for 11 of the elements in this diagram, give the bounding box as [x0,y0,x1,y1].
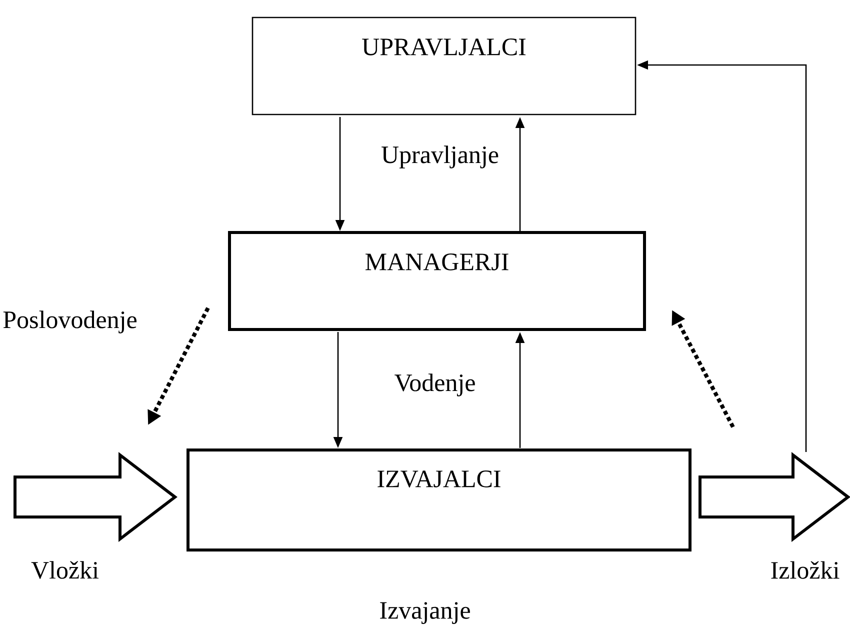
text-label: Upravljanje [382,146,498,168]
block-arrow [698,452,850,542]
process-box: MANAGERJI [228,231,646,331]
text-label: Vložki [31,561,99,579]
process-box: UPRAVLJALCI [252,16,636,116]
process-box: IZVAJALCI [186,448,692,552]
text-label: Izložki [771,561,840,579]
text-label: Vodenje [394,374,475,396]
block-arrow [14,452,178,542]
text-label: Izvajanje [380,602,470,624]
text-label: Poslovodenje [3,310,136,334]
